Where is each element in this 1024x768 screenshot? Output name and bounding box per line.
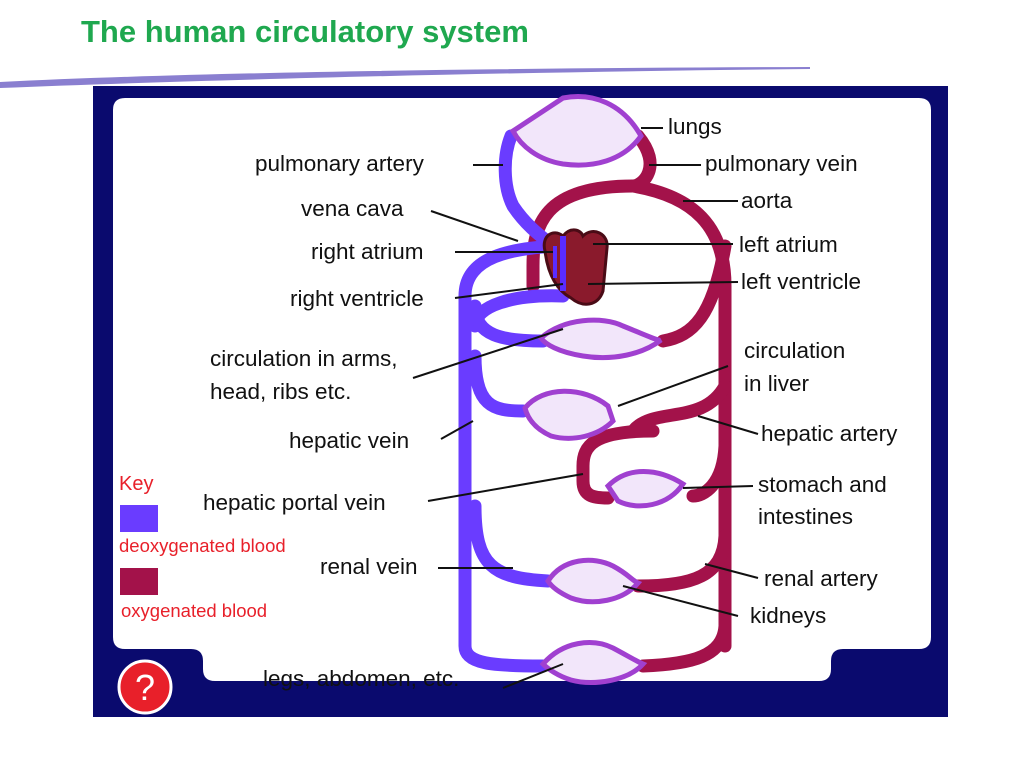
label-hepatic-vein: hepatic vein — [289, 428, 409, 453]
label-lungs: lungs — [668, 114, 722, 139]
label-vena-cava: vena cava — [301, 196, 404, 221]
label-right-ventricle: right ventricle — [290, 286, 424, 311]
liver-capillaries — [522, 388, 616, 441]
label-kidneys: kidneys — [750, 603, 826, 628]
heart — [542, 228, 609, 306]
leader-lines — [412, 127, 759, 689]
label-arms-line1: circulation in arms, — [210, 346, 398, 371]
label-right-atrium: right atrium — [311, 239, 424, 264]
label-hepatic-portal-vein: hepatic portal vein — [203, 490, 386, 515]
key-label-deoxygenated: deoxygenated blood — [119, 535, 286, 556]
title-divider — [0, 67, 810, 88]
label-legs: legs, abdomen, etc. — [263, 666, 459, 691]
label-renal-vein: renal vein — [320, 554, 418, 579]
key-label-oxygenated: oxygenated blood — [121, 600, 267, 621]
key-swatch-deoxygenated — [120, 505, 158, 532]
kidney-capillaries — [545, 557, 643, 605]
label-left-atrium: left atrium — [739, 232, 838, 257]
oxygenated-vessels — [526, 129, 732, 673]
label-liver-line2: in liver — [744, 371, 810, 396]
help-button[interactable]: ? — [117, 659, 173, 715]
label-pulmonary-vein: pulmonary vein — [705, 151, 858, 176]
label-renal-artery: renal artery — [764, 566, 879, 591]
arms-capillaries — [537, 317, 663, 361]
diagram-frame — [93, 86, 948, 717]
slide-title: The human circulatory system — [81, 14, 529, 49]
key-swatch-oxygenated — [120, 568, 158, 595]
capillary-beds — [509, 94, 687, 685]
diagram-labels: lungs pulmonary artery pulmonary vein ve… — [203, 114, 898, 691]
label-aorta: aorta — [741, 188, 793, 213]
label-liver-line1: circulation — [744, 338, 845, 363]
key: Key deoxygenated blood oxygenated blood — [119, 473, 286, 621]
circulation-diagram: lungs pulmonary artery pulmonary vein ve… — [93, 86, 948, 717]
key-title: Key — [119, 473, 153, 495]
legs-capillaries — [539, 640, 648, 685]
question-mark-icon: ? — [135, 667, 155, 708]
lungs-capillaries — [509, 94, 644, 168]
gut-capillaries — [604, 469, 687, 509]
label-stomach-line1: stomach and — [758, 472, 887, 497]
label-pulmonary-artery: pulmonary artery — [255, 151, 425, 176]
label-left-ventricle: left ventricle — [741, 269, 861, 294]
label-stomach-line2: intestines — [758, 504, 853, 529]
label-arms-line2: head, ribs etc. — [210, 379, 351, 404]
label-hepatic-artery: hepatic artery — [761, 421, 898, 446]
